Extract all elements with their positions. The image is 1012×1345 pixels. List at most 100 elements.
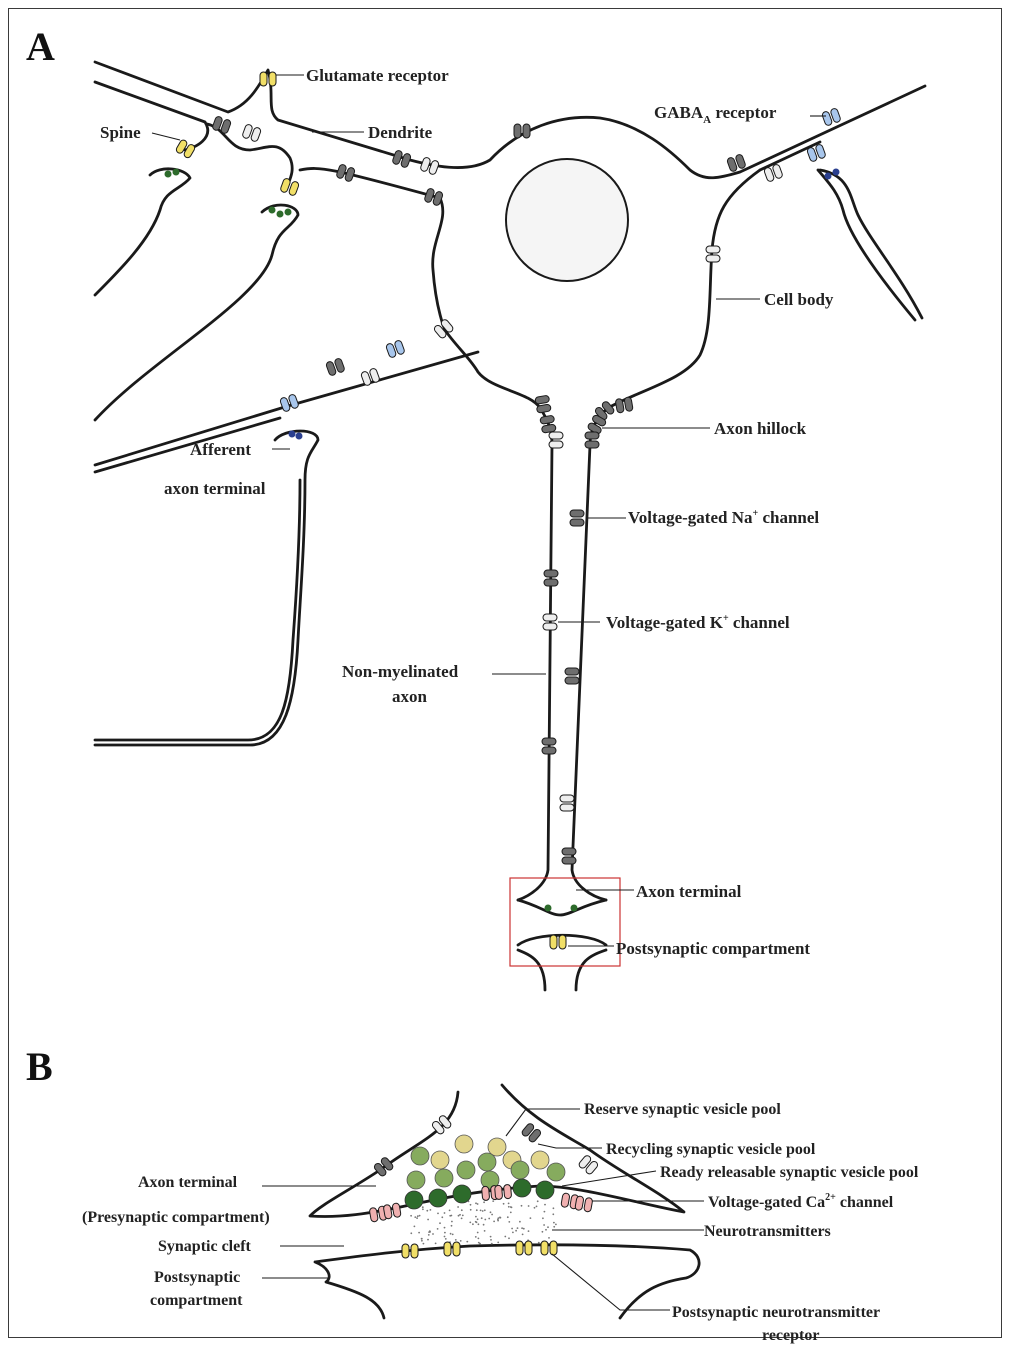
- neurotransmitter-dot: [493, 1221, 495, 1223]
- k-channel-icon: [578, 1154, 599, 1175]
- neurotransmitter-dot: [426, 1210, 428, 1212]
- neurotransmitter-dot: [542, 1231, 544, 1233]
- neurotransmitter-dot: [475, 1236, 477, 1238]
- na-channel-icon: [521, 1122, 542, 1143]
- label-postsynaptic-compartment: Postsynaptic compartment: [616, 939, 810, 958]
- neurotransmitter-dot: [508, 1206, 510, 1208]
- reserve-vesicle: [531, 1151, 549, 1169]
- label-reserve-pool: Reserve synaptic vesicle pool: [584, 1101, 781, 1118]
- neurotransmitter-dot: [477, 1203, 479, 1205]
- neurotransmitter-dot: [517, 1227, 519, 1229]
- k-prefix: Voltage-gated K: [606, 613, 724, 632]
- postsynaptic-receptor-icon: [444, 1242, 460, 1256]
- label-postsynaptic-2: compartment: [150, 1292, 243, 1309]
- reserve-vesicle: [488, 1138, 506, 1156]
- neurotransmitter-dot: [480, 1210, 482, 1212]
- neurotransmitter-dot: [444, 1227, 446, 1229]
- panel-a-letter: A: [26, 24, 55, 69]
- k-suffix: channel: [729, 613, 790, 632]
- neurotransmitter-dot: [511, 1207, 513, 1209]
- gaba-receptor-icon: [821, 108, 841, 127]
- neurotransmitter-dot: [418, 1232, 420, 1234]
- axon-left-wall: [518, 445, 552, 900]
- neurotransmitter-dot: [466, 1241, 468, 1243]
- axon-terminal-bottom: [518, 900, 606, 915]
- neurotransmitter-dot: [417, 1215, 419, 1217]
- k-channel-icon: [242, 124, 262, 143]
- neurotransmitter-dot: [472, 1223, 474, 1225]
- postsynaptic-receptor-icon: [541, 1241, 557, 1255]
- neurotransmitter-dot: [491, 1214, 493, 1216]
- neurotransmitter-dot: [451, 1221, 453, 1223]
- nucleus: [506, 159, 628, 281]
- neurotransmitter-dot: [470, 1204, 472, 1206]
- vesicle: [289, 431, 296, 438]
- recycling-vesicle: [478, 1153, 496, 1171]
- neurotransmitter-dot: [423, 1243, 425, 1245]
- neurotransmitter-dot: [484, 1219, 486, 1221]
- ca-sup: 2+: [825, 1192, 836, 1203]
- ca-prefix: Voltage-gated Ca: [708, 1194, 825, 1211]
- ready-vesicle: [513, 1179, 531, 1197]
- soma-left-membrane: [445, 330, 552, 445]
- neurotransmitter-dot: [477, 1232, 479, 1234]
- ready-vesicle: [429, 1189, 447, 1207]
- neurotransmitter-dot: [521, 1205, 523, 1207]
- neurotransmitter-dot: [432, 1233, 434, 1235]
- recycling-vesicle: [511, 1161, 529, 1179]
- neurotransmitter-dot: [544, 1204, 546, 1206]
- neurotransmitter-dot: [476, 1209, 478, 1211]
- neurotransmitter-dot: [437, 1228, 439, 1230]
- neurotransmitter-dot: [548, 1237, 550, 1239]
- neurotransmitter-dot: [455, 1239, 457, 1241]
- neurotransmitter-dot: [449, 1210, 451, 1212]
- na-channel-icon: [615, 397, 633, 414]
- label-spine: Spine: [100, 123, 141, 142]
- neurotransmitter-dot: [484, 1230, 486, 1232]
- neurotransmitter-dot: [410, 1232, 412, 1234]
- recycling-vesicle: [547, 1163, 565, 1181]
- neurotransmitter-dot: [437, 1213, 439, 1215]
- ca-channel-icon: [383, 1203, 401, 1220]
- k-channel-icon: [560, 795, 574, 811]
- neurotransmitter-dot: [530, 1217, 532, 1219]
- neurotransmitter-dot: [515, 1230, 517, 1232]
- label-dendrite: Dendrite: [368, 123, 433, 142]
- na-channel-icon: [392, 150, 412, 169]
- neurotransmitter-dot: [492, 1200, 494, 1202]
- label-non-myelinated: Non-myelinated: [342, 662, 459, 681]
- neurotransmitter-dot: [553, 1226, 555, 1228]
- neurotransmitter-dot: [414, 1226, 416, 1228]
- label-neurotransmitters: Neurotransmitters: [704, 1223, 831, 1240]
- vesicle: [285, 209, 292, 216]
- na-channel-icon: [585, 432, 599, 448]
- neurotransmitter-dot: [490, 1236, 492, 1238]
- ca-channel-icon: [495, 1184, 512, 1199]
- neurotransmitter-dot: [504, 1236, 506, 1238]
- neurotransmitter-dot: [483, 1224, 485, 1226]
- neurotransmitter-dot: [508, 1203, 510, 1205]
- neurotransmitter-dot: [430, 1209, 432, 1211]
- label-gaba-receptor: GABAA receptor: [654, 103, 777, 126]
- neurotransmitter-dot: [536, 1206, 538, 1208]
- recycling-vesicle: [457, 1161, 475, 1179]
- neurotransmitter-dot: [481, 1217, 483, 1219]
- gaba-receptor-icon: [279, 394, 299, 413]
- neurotransmitter-dot: [422, 1206, 424, 1208]
- vesicle: [173, 169, 180, 176]
- neurotransmitter-dot: [444, 1212, 446, 1214]
- recycling-vesicle: [411, 1147, 429, 1165]
- postsynaptic-stem: [518, 950, 606, 990]
- neurotransmitter-dot: [511, 1228, 513, 1230]
- neurotransmitter-dot: [537, 1200, 539, 1202]
- spine-terminal-mid: [95, 205, 298, 420]
- neurotransmitter-dot: [458, 1215, 460, 1217]
- vesicle: [165, 171, 172, 178]
- neurotransmitter-dot: [503, 1203, 505, 1205]
- neurotransmitter-dot: [497, 1220, 499, 1222]
- neurotransmitter-dot: [421, 1240, 423, 1242]
- label-presynaptic: (Presynaptic compartment): [82, 1209, 270, 1226]
- postsynaptic-receptor-icon: [516, 1241, 532, 1255]
- neurotransmitter-dot: [457, 1206, 459, 1208]
